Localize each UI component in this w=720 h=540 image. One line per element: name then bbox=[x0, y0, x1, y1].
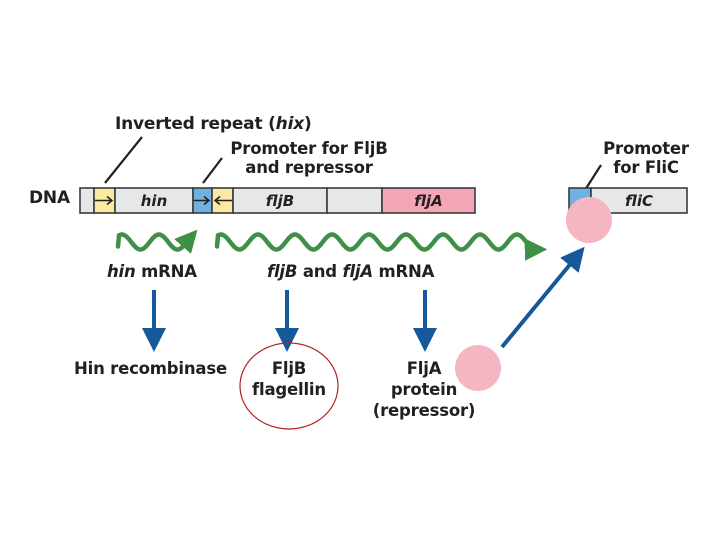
inverted-repeat-suffix: ) bbox=[303, 114, 312, 134]
gene-label-flic-gene: fliC bbox=[625, 192, 653, 210]
flja-protein-line2: protein bbox=[390, 380, 458, 399]
dna-segment-hin-gene bbox=[114, 187, 194, 214]
fljb-flagellin-line1: FljB bbox=[271, 359, 307, 378]
dna-segment-spacer bbox=[79, 187, 95, 214]
fljb-flagellin-line2: flagellin bbox=[252, 380, 326, 399]
inverted-repeat-hix: hix bbox=[275, 114, 304, 134]
inverted-repeat-prefix: Inverted repeat ( bbox=[115, 114, 276, 134]
direction-arrow-icon bbox=[213, 195, 232, 206]
repressor-protein-free bbox=[455, 345, 501, 391]
dna-bar bbox=[79, 187, 476, 214]
dna-label: DNA bbox=[29, 188, 70, 208]
mrna-and: and bbox=[297, 262, 343, 281]
gene-label-flja-gene: fljA bbox=[414, 192, 443, 210]
promoter-flic-line2: for FliC bbox=[613, 158, 679, 177]
dna-segment-flja-gene bbox=[381, 187, 476, 214]
hin-recombinase-label: Hin recombinase bbox=[74, 359, 227, 378]
direction-arrow-icon bbox=[95, 195, 114, 206]
hin-mrna-italic: hin bbox=[107, 262, 136, 281]
promoter-fljb-label: Promoter for FljB and repressor bbox=[226, 139, 392, 177]
promoter-flic-line1: Promoter bbox=[603, 139, 689, 158]
gene-label-fljb-gene: fljB bbox=[265, 192, 295, 210]
highlight-ellipse-fljb-flagellin bbox=[239, 342, 339, 430]
dna-segment-intergenic bbox=[326, 187, 383, 214]
mrna-suffix: mRNA bbox=[372, 262, 435, 281]
gene-label-hin-gene: hin bbox=[140, 192, 168, 210]
leader-line-flic-promoter bbox=[584, 164, 602, 191]
direction-arrow-icon bbox=[194, 195, 211, 206]
promoter-flic-label: Promoter for FliC bbox=[598, 139, 694, 177]
arrow-repressor-to-flic-promoter bbox=[500, 246, 585, 349]
promoter-fljb-line2: and repressor bbox=[245, 158, 373, 177]
fljb-flagellin-label: FljB flagellin bbox=[240, 358, 338, 400]
fljb-flja-mrna-label: fljB and fljA mRNA bbox=[267, 262, 434, 281]
flja-protein-label: FljA protein (repressor) bbox=[368, 358, 480, 421]
repressor-protein-bound bbox=[566, 197, 612, 243]
hin-mrna-suffix: mRNA bbox=[135, 262, 197, 281]
leader-line-inverted-repeat bbox=[104, 136, 143, 184]
leader-line-fljb-promoter bbox=[202, 157, 223, 184]
promoter-fljb-line1: Promoter for FljB bbox=[230, 139, 388, 158]
flja-protein-line3: (repressor) bbox=[372, 401, 476, 420]
hin-mrna-wave bbox=[115, 229, 198, 254]
inverted-repeat-label: Inverted repeat (hix) bbox=[115, 115, 312, 134]
flja-mrna-italic: fljA bbox=[342, 262, 373, 281]
hin-mrna-label: hin mRNA bbox=[107, 262, 197, 281]
fljb-flja-mrna-wave bbox=[214, 232, 548, 261]
flja-protein-line1: FljA bbox=[406, 359, 442, 378]
fljb-mrna-italic: fljB bbox=[267, 262, 298, 281]
